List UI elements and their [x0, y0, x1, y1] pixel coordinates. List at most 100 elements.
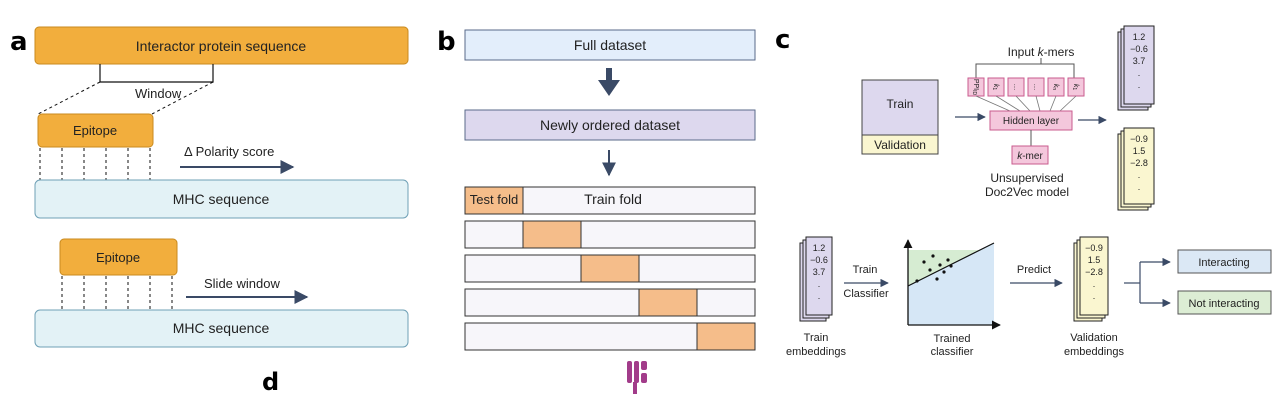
- hidden-layer-label: Hidden layer: [1003, 116, 1060, 127]
- train-fold-segment: [464, 220, 756, 249]
- test-fold-segment: [638, 288, 698, 317]
- not-interacting-label: Not interacting: [1189, 298, 1260, 310]
- fold-row: [464, 186, 756, 215]
- embedding-value: 1.5: [1088, 255, 1101, 265]
- embedding-card: [1123, 127, 1155, 205]
- kmer-output-label: k-mer: [1017, 151, 1043, 162]
- epitope-box-top: [37, 113, 154, 148]
- train-embedding-stack: 1.2 −0.6 3.7..: [1117, 25, 1155, 111]
- embedding-card: [1079, 236, 1109, 316]
- interactor-sequence-box: [34, 26, 409, 65]
- token-to-hidden-lines: [975, 95, 1077, 112]
- input-token: k1: [1067, 77, 1085, 97]
- input-token-label: …: [1032, 84, 1039, 91]
- input-kmers-label: Input k-mers: [1008, 45, 1075, 59]
- ordered-dataset-label: Newly ordered dataset: [540, 117, 680, 133]
- mhc-sequence-label-top: MHC sequence: [173, 191, 270, 207]
- embedding-value: −2.8: [1130, 158, 1148, 168]
- fold-row: [464, 322, 756, 351]
- validation-embeddings-line2: embeddings: [1064, 346, 1124, 358]
- test-fold-segment: [580, 254, 640, 283]
- scatter-points: [915, 254, 953, 283]
- embedding-value: .: [1138, 80, 1141, 90]
- slide-window-label: Slide window: [204, 276, 280, 291]
- full-dataset-label: Full dataset: [574, 37, 646, 53]
- epitope-box-bottom: [59, 238, 178, 276]
- mhc-sequence-box-top: [34, 179, 409, 219]
- protein-receptor-icon: [627, 361, 647, 394]
- input-token: kn: [1047, 77, 1065, 97]
- model-label-line1: Unsupervised: [990, 171, 1063, 185]
- outcome-fork: [1124, 257, 1171, 308]
- input-token-label: k1: [1071, 84, 1079, 91]
- fold-row: [464, 220, 756, 249]
- train-split-box: [861, 79, 939, 136]
- embedding-value: 1.2: [1133, 32, 1146, 42]
- input-token: …: [1027, 77, 1045, 97]
- embedding-value: .: [818, 291, 821, 301]
- embedding-value: −2.8: [1085, 267, 1103, 277]
- region-below-boundary: [908, 243, 994, 325]
- interacting-label: Interacting: [1198, 257, 1249, 269]
- train-embeddings-stack: 1.2−0.63.7..: [799, 236, 833, 322]
- embedding-value: −0.6: [1130, 44, 1148, 54]
- interacting-box: [1177, 249, 1272, 274]
- window-dash-left: [37, 81, 101, 115]
- train-embeddings-line2: embeddings: [786, 346, 846, 358]
- input-bracket: [975, 63, 1075, 78]
- validation-split-label: Validation: [874, 138, 926, 152]
- input-token-label: kn: [1051, 84, 1059, 91]
- interactor-sequence-label: Interactor protein sequence: [136, 38, 307, 54]
- test-fold-label: Test fold: [470, 192, 518, 207]
- panel-b: b Full dataset Newly ordered dataset Tes…: [437, 27, 756, 394]
- classifier-step-label: Classifier: [843, 288, 889, 300]
- embedding-value: −0.9: [1130, 134, 1148, 144]
- validation-embeddings-stack: −0.9 1.5 −2.8..: [1073, 236, 1109, 322]
- window-label: Window: [135, 86, 182, 101]
- trained-classifier-line1: Trained: [934, 333, 971, 345]
- epitope-label-bottom: Epitope: [96, 250, 140, 265]
- embedding-value: .: [1093, 279, 1096, 289]
- validation-embeddings-line1: Validation: [1070, 332, 1118, 344]
- epitope-label-top: Epitope: [73, 123, 117, 138]
- input-token: PPIID: [967, 77, 985, 97]
- embedding-value: −0.6: [810, 255, 828, 265]
- input-token-label: PPIID: [971, 79, 979, 96]
- panel-label-b: b: [437, 27, 456, 57]
- big-down-arrow: [598, 68, 620, 96]
- test-fold-segment: [696, 322, 756, 351]
- input-token-label: …: [1012, 84, 1019, 91]
- model-label-line2: Doc2Vec model: [985, 185, 1069, 199]
- embedding-value: .: [1138, 68, 1141, 78]
- fold-row: [464, 254, 756, 283]
- epitope-dash-lines-top: [39, 148, 151, 180]
- train-fold-segment: [464, 288, 756, 317]
- embedding-value: .: [818, 279, 821, 289]
- panel-c: c Train Validation Input k-mers PPIID k1 ……: [775, 25, 1272, 358]
- epitope-dash-lines-bottom: [61, 276, 173, 310]
- polarity-score-label: Δ Polarity score: [184, 144, 274, 159]
- train-embeddings-line1: Train: [804, 332, 829, 344]
- window-bracket: [99, 64, 214, 83]
- validation-split-box: [861, 134, 939, 155]
- input-token: …: [1007, 77, 1025, 97]
- embedding-value: .: [1138, 182, 1141, 192]
- embedding-value: .: [1093, 291, 1096, 301]
- predict-label: Predict: [1017, 264, 1051, 276]
- train-split-label: Train: [887, 97, 914, 111]
- input-token-label: k1: [991, 84, 999, 91]
- embedding-value: 3.7: [1133, 56, 1146, 66]
- panel-label-a: a: [10, 27, 28, 57]
- trained-classifier-line2: classifier: [931, 346, 974, 358]
- ordered-dataset-box: [464, 109, 756, 141]
- panel-label-c: c: [775, 25, 790, 55]
- train-fold-label: Train fold: [584, 191, 642, 207]
- embedding-value: 3.7: [813, 267, 826, 277]
- kmer-output-box: [1011, 145, 1049, 165]
- embedding-value: −0.9: [1085, 243, 1103, 253]
- test-fold-segment: [522, 220, 582, 249]
- embedding-card: [805, 236, 833, 316]
- panel-label-d: d: [262, 368, 279, 396]
- embedding-value: 1.5: [1133, 146, 1146, 156]
- panel-a: a Interactor protein sequence Window Epi…: [10, 26, 409, 396]
